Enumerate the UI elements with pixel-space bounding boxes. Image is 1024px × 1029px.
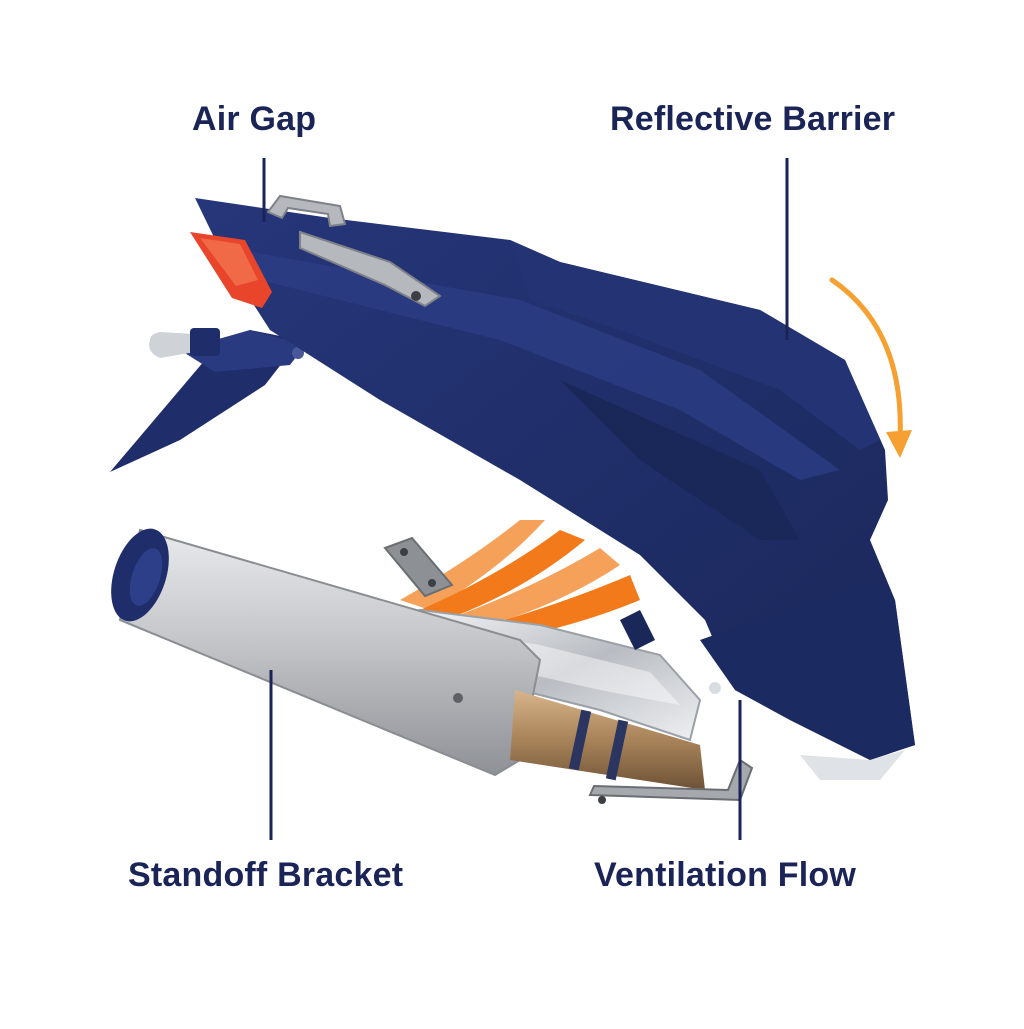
label-standoff-bracket: Standoff Bracket (128, 856, 404, 894)
tail-light (190, 232, 272, 308)
label-air-gap: Air Gap (192, 100, 317, 138)
label-reflective-barrier: Reflective Barrier (610, 100, 896, 138)
exhaust-pipe (510, 690, 705, 790)
leader-lines (262, 158, 789, 840)
standoff-bracket-upper (383, 536, 454, 598)
tail-body (195, 198, 915, 780)
label-ventilation-flow: Ventilation Flow (594, 856, 856, 894)
turn-signal (149, 328, 220, 358)
grab-handle (266, 194, 442, 308)
rear-fender (110, 330, 305, 472)
ventilation-arrow (829, 277, 912, 458)
